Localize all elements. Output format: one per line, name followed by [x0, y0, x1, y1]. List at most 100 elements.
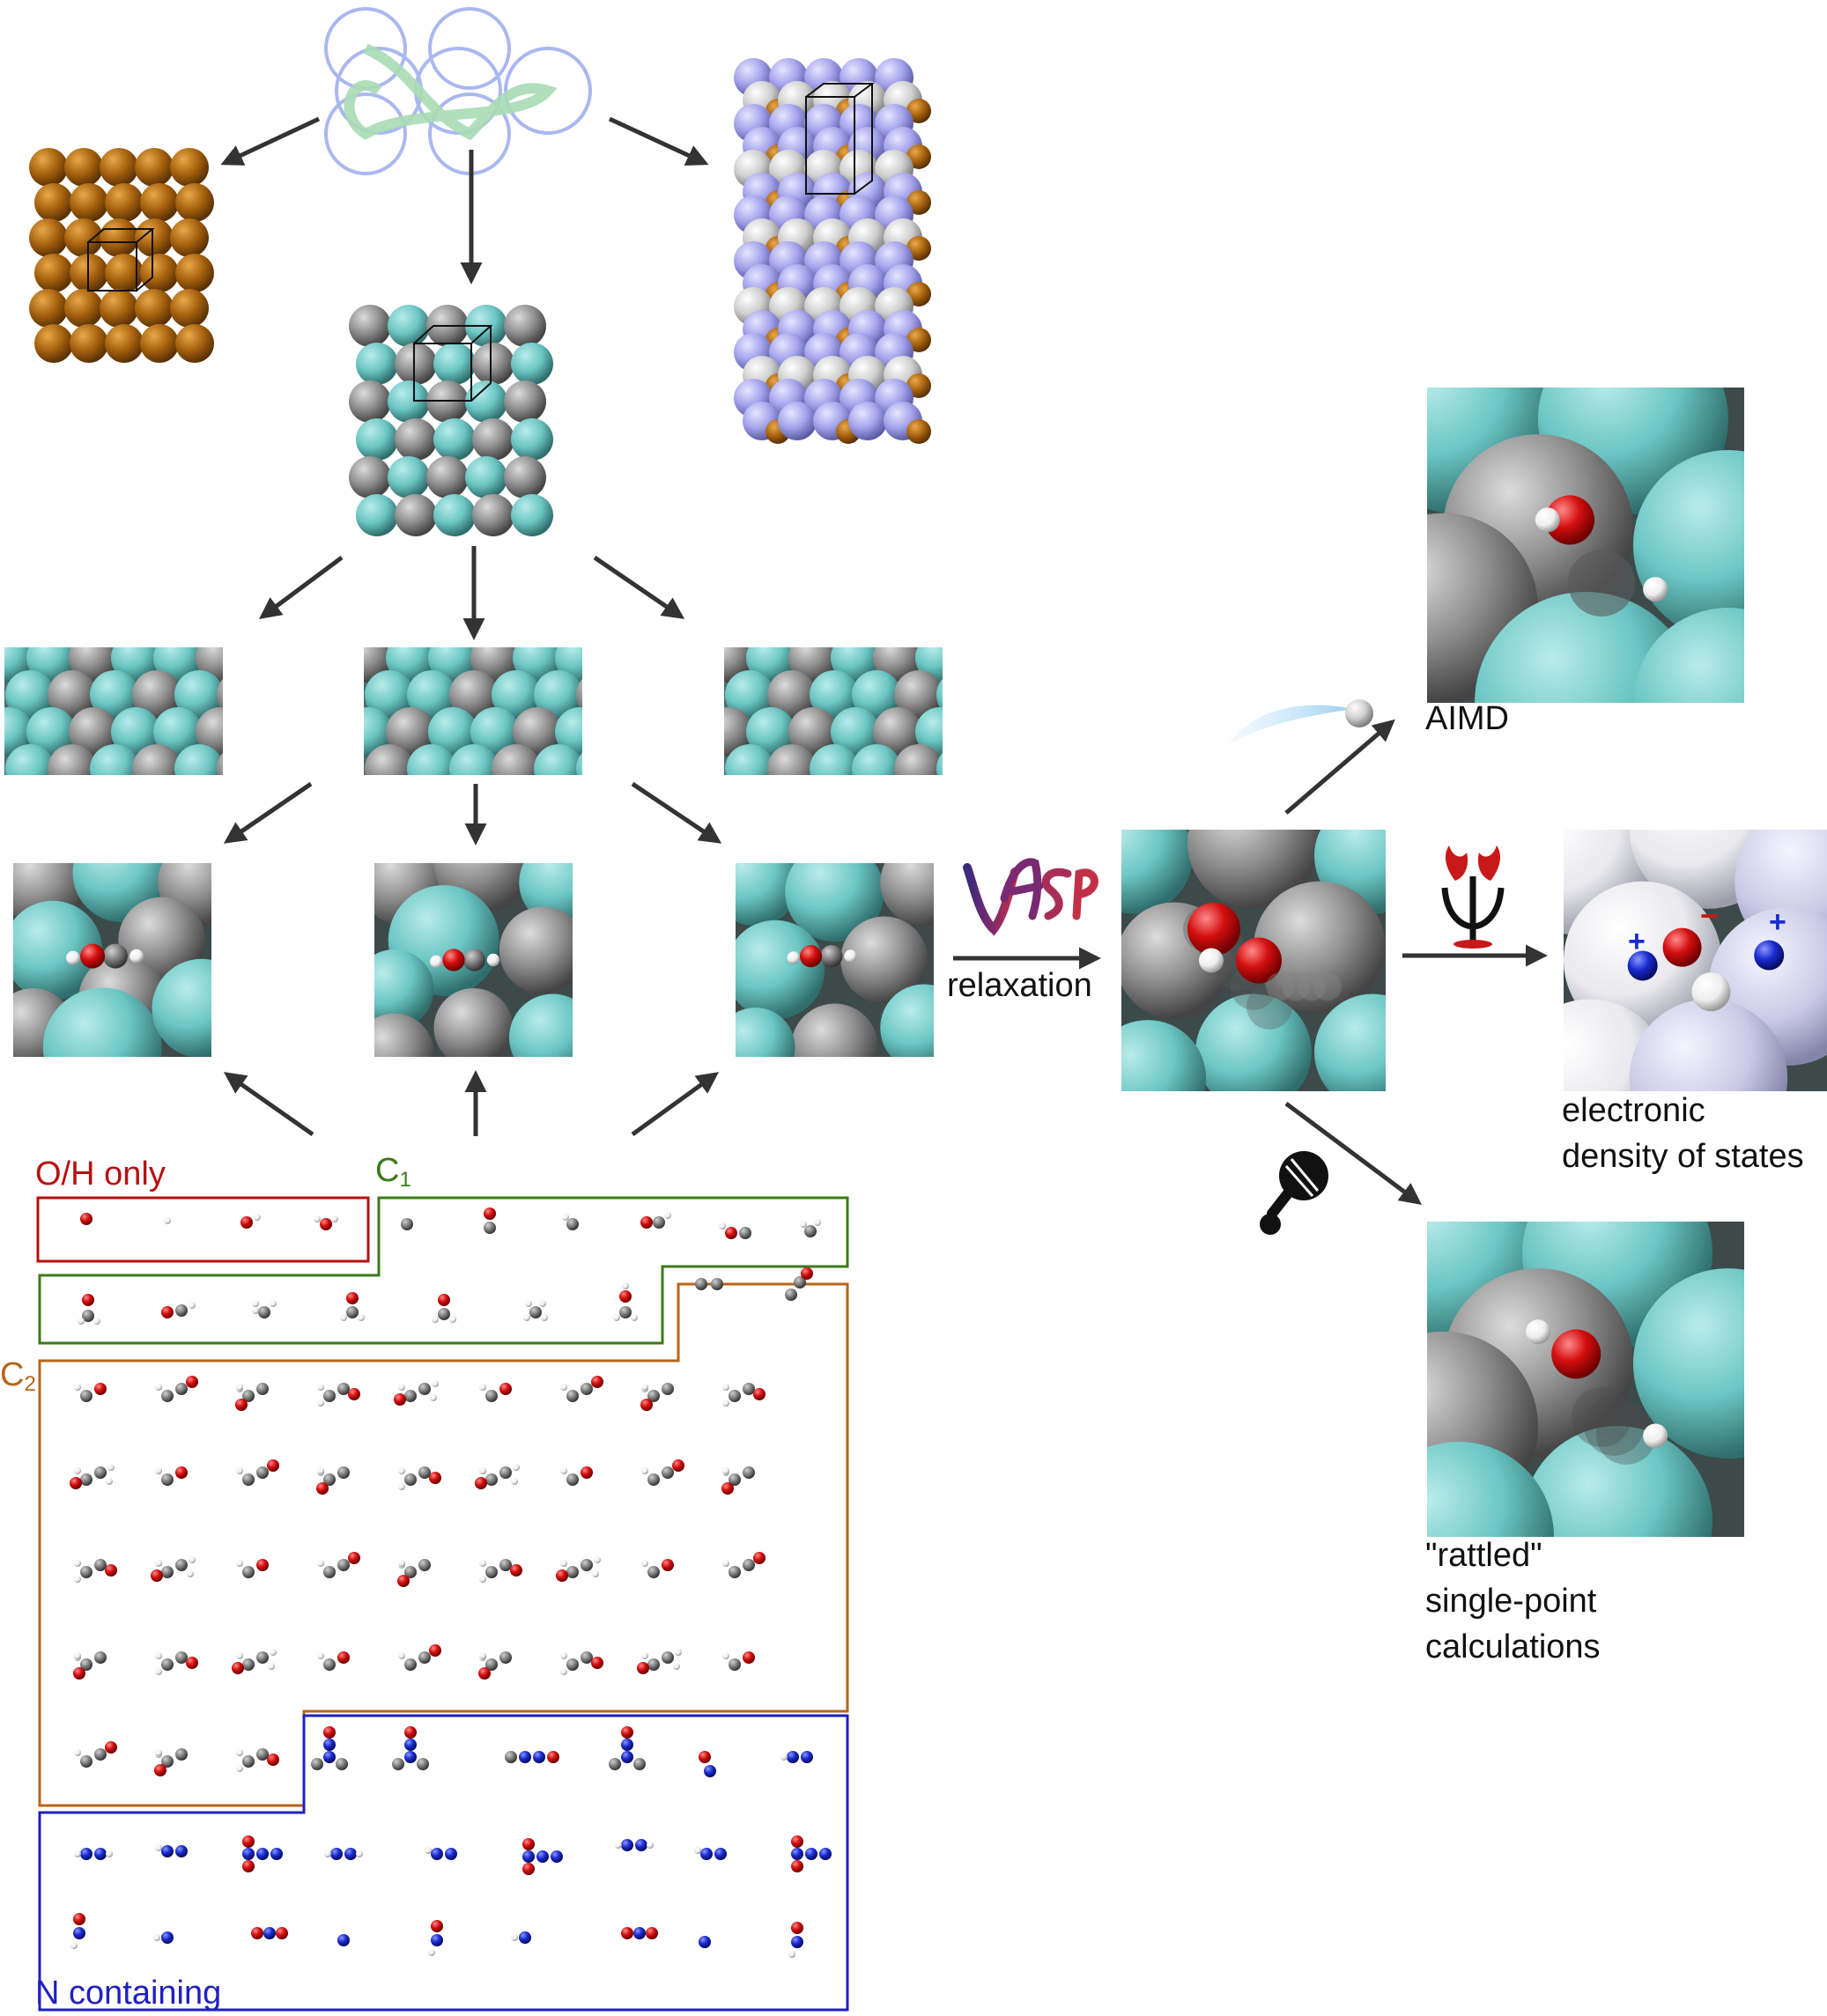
molecule-n-species [70, 1913, 85, 1949]
carbon-atom [346, 1306, 359, 1318]
oxygen-atom [591, 1657, 603, 1669]
oxygen-atom [1551, 1329, 1601, 1379]
molecule-c2-species [637, 1649, 682, 1674]
aimd-label: AIMD [1425, 700, 1509, 737]
hydrogen-atom [479, 1560, 486, 1567]
unit-cell-outline [413, 343, 472, 402]
unit-cell-outline [87, 241, 137, 292]
metal-atom-grey [395, 343, 437, 385]
carbon-atom [581, 1383, 593, 1395]
hydrogen-atom [356, 1850, 363, 1857]
c2-letter: C [0, 1356, 25, 1393]
molecule-n-species [621, 1927, 658, 1939]
hydrogen-atom [780, 1754, 788, 1761]
molecule-c2-species [722, 1383, 766, 1407]
oxygen-atom [721, 1482, 734, 1495]
copper-atom [34, 324, 73, 363]
oxygen-atom [743, 1651, 755, 1664]
molecule-c2-species [479, 1383, 512, 1402]
hydrogen-atom [560, 1384, 567, 1391]
molecule-c2-species [560, 1651, 603, 1675]
hydrogen-atom [1643, 577, 1668, 602]
nitrogen-atom [787, 1751, 799, 1763]
oxygen-atom [242, 1860, 255, 1872]
oxygen-atom [791, 1922, 803, 1934]
oxygen-atom [438, 1294, 450, 1306]
charge-minus-label: − [1700, 897, 1719, 934]
oxygen-atom [753, 1552, 766, 1564]
carbon-atom [566, 1390, 579, 1402]
hydrogen-atom [562, 1214, 569, 1221]
metal-atom-teal [388, 380, 430, 423]
molecule-n-species [153, 1931, 174, 1944]
vasp-logo [963, 858, 1098, 936]
carbon-atom [566, 1218, 579, 1230]
oxygen-atom [161, 1306, 174, 1318]
molecule-c2-species [74, 1741, 117, 1768]
nitrogen-atom [704, 1765, 716, 1777]
nitrogen-atom [161, 1845, 174, 1857]
nitrogen-atom [633, 1927, 646, 1939]
surface-atom-teal [13, 900, 103, 1001]
molecule-c2-species [722, 1651, 755, 1671]
oxygen-atom [431, 1920, 443, 1932]
hydrogen-atom [317, 1652, 324, 1659]
carbon-atom [729, 1566, 741, 1578]
hydrogen-atom [641, 1467, 648, 1474]
oh-only-box [36, 1196, 370, 1263]
hydrogen-atom [788, 1951, 795, 1958]
carbon-atom [794, 1276, 806, 1289]
slab-atom-grey [788, 707, 838, 757]
hydrogen-atom [539, 1300, 546, 1307]
slab-atom-teal [174, 744, 223, 775]
c1-letter: C [375, 1152, 400, 1189]
hydrogen-atom [155, 1467, 162, 1474]
hydrogen-atom [74, 1384, 81, 1391]
hydrogen-atom [615, 1842, 622, 1849]
slab-atom-grey [576, 678, 582, 712]
hydrogen-atom [613, 1314, 620, 1321]
hydrogen-atom [314, 1215, 321, 1222]
metal-atom-grey [504, 456, 546, 498]
metal-atom-copper [906, 328, 931, 352]
hydrogen-atom [673, 1663, 680, 1670]
hydrogen-atom [153, 1934, 160, 1941]
hydrogen-atom [592, 1570, 599, 1577]
hydrogen-atom [722, 1384, 729, 1391]
hydrogen-atom [1526, 1319, 1550, 1345]
nitrogen-atom [519, 1751, 531, 1763]
hydrogen-atom [511, 1478, 518, 1485]
hydrogen-atom [155, 1668, 162, 1675]
carbon-atom [711, 1278, 723, 1290]
metal-atom-teal [433, 418, 476, 461]
molecule-n-species [324, 1848, 363, 1860]
carbon-atom [662, 1651, 674, 1664]
slab-atom-grey [449, 670, 499, 720]
hydrogen-atom [486, 953, 500, 967]
carbon-atom [323, 1658, 336, 1671]
carbon-atom [418, 1651, 431, 1664]
copper-atom [170, 148, 209, 187]
hydrogen-atom [66, 950, 80, 965]
metal-atom-teal [465, 380, 507, 423]
copper-atom [34, 183, 73, 222]
hydrogen-atom [641, 1560, 648, 1567]
nitrogen-atom [700, 1848, 713, 1860]
trajectory-ghost [1313, 972, 1342, 1001]
molecule-n-species [311, 1726, 348, 1770]
carbon-atom [438, 1308, 450, 1320]
molecule-h2o [314, 1215, 338, 1230]
molecule-c2-species [236, 1459, 279, 1486]
carbon-atom [161, 1658, 174, 1671]
hydrogen-atom [622, 1282, 629, 1289]
hydrogen-atom [155, 1749, 162, 1756]
carbon-atom [418, 1383, 431, 1395]
nitrogen-atom [445, 1848, 457, 1860]
oxygen-atom [94, 1383, 107, 1395]
molecule-n-species [694, 1847, 727, 1860]
c1-subscript: 1 [399, 1168, 411, 1192]
copper-atom [135, 148, 174, 187]
molecule-c2-species [317, 1651, 350, 1671]
metal-atom-lavender [778, 402, 817, 440]
molecule-c2-species [398, 1644, 441, 1671]
